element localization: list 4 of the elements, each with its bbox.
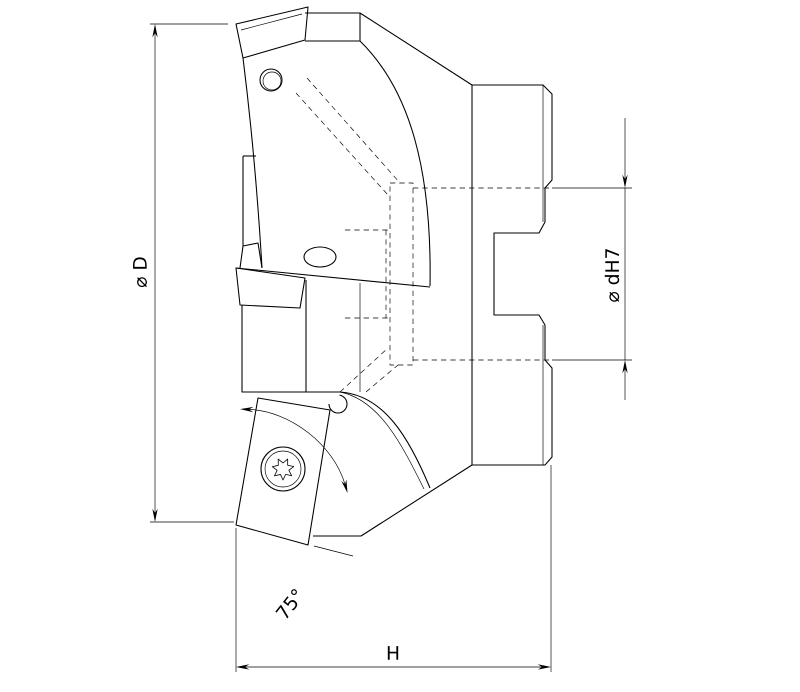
dimension-label: ⌀ D: [133, 257, 147, 288]
dimension-label: 75°: [275, 589, 298, 619]
dimension-label: H: [388, 646, 398, 660]
dimension-label: ⌀ dH7: [604, 249, 620, 302]
